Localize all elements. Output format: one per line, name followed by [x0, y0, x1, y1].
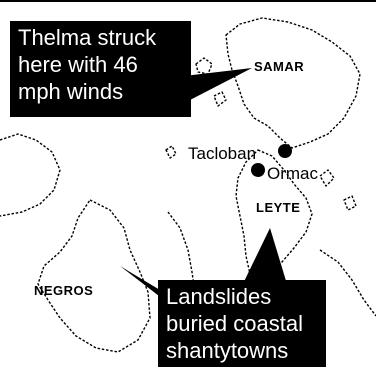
thelma-callout-line-2: here with 46 [18, 52, 138, 77]
thelma-callout-line-1: Thelma struck [18, 25, 157, 50]
landslides-pointer [238, 228, 290, 294]
islet-outline-4 [319, 169, 335, 187]
islet-outline-3 [165, 145, 177, 159]
islet-outline-1 [195, 57, 213, 75]
cebu-island-outline [167, 211, 201, 361]
landslides-callout-box: Landslides buried coastal shantytowns [158, 280, 326, 367]
landslides-callout-line-3: shantytowns [166, 338, 289, 363]
landslides-callout-line-1: Landslides [166, 284, 272, 309]
thelma-callout-box: Thelma struck here with 46 mph winds [10, 21, 191, 117]
place-label-leyte: LEYTE [256, 200, 301, 215]
place-label-samar: SAMAR [254, 59, 305, 74]
samar-island-outline [225, 17, 361, 149]
tacloban-dot [278, 144, 292, 158]
top-border [0, 0, 376, 2]
landslides-callout-line-2: buried coastal [166, 311, 303, 336]
place-label-ormac: Ormac [267, 164, 318, 183]
islet-outline-2 [213, 91, 227, 107]
place-label-tacloban: Tacloban [188, 144, 257, 163]
thelma-callout-line-3: mph winds [18, 79, 124, 104]
panay-island-outline [0, 133, 61, 217]
mindanao-coast-outline [319, 249, 376, 317]
islet-outline-5 [343, 195, 357, 211]
place-label-negros: NEGROS [34, 283, 94, 298]
ormac-dot [251, 163, 265, 177]
